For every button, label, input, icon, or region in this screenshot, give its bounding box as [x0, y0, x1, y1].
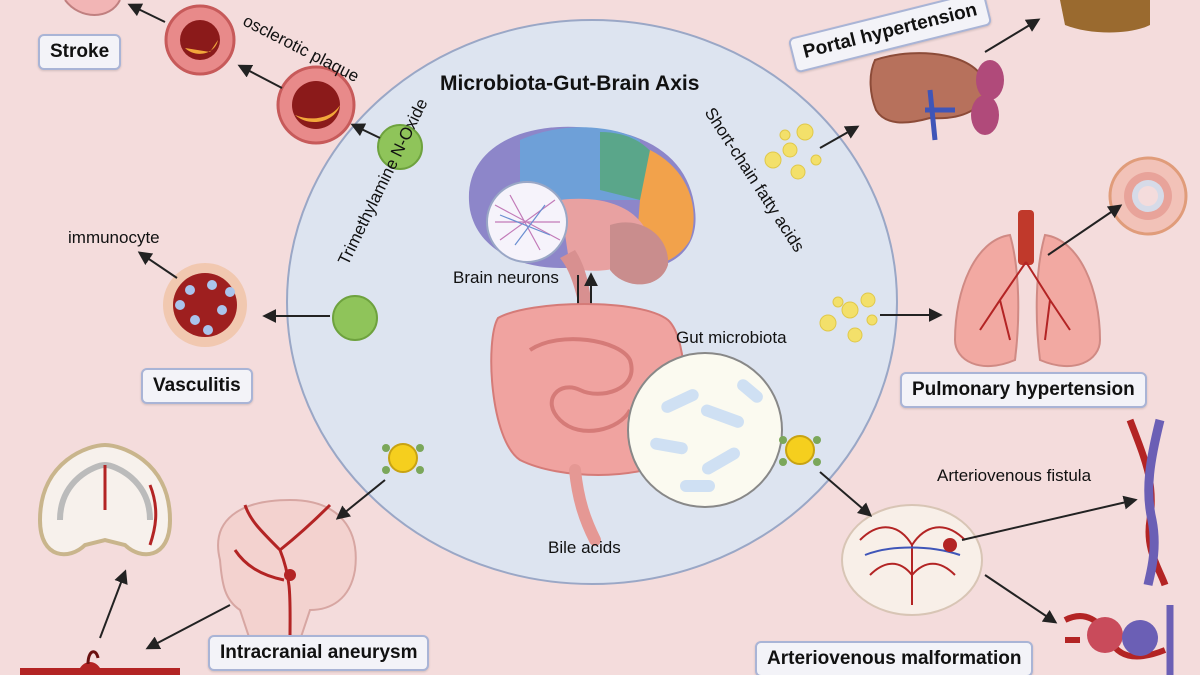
- brain-neurons-label: Brain neurons: [453, 268, 559, 287]
- diagram-title: Microbiota-Gut-Brain Axis: [440, 72, 700, 95]
- aneurysm-vessel: [20, 650, 180, 675]
- bile-acid-right: [779, 435, 821, 466]
- arrow-bile-to-avm: [819, 471, 873, 517]
- arrow-aneurysm-to-vessel: [145, 604, 231, 650]
- arrow-plaque-to-stroke: [127, 3, 166, 23]
- arrow-avm-to-fistula: [961, 495, 1138, 541]
- arrow-avm-to-nidus: [984, 574, 1058, 624]
- brain-stroke-icon: [64, 0, 121, 16]
- microbiota-inset: [627, 352, 783, 508]
- pulmonary-artery-ring: [1108, 156, 1188, 236]
- arrow-tmao-to-plaque: [350, 123, 381, 139]
- lungs: [953, 210, 1102, 368]
- neuron-inset: [486, 181, 568, 263]
- artery-plaque-large: [276, 65, 356, 145]
- vasculitis-vessel: [163, 263, 247, 347]
- vasculitis-label-box: Vasculitis: [141, 368, 253, 404]
- arrow-plaque-large-to-small: [237, 64, 283, 89]
- scfa-dots-middle: [819, 292, 878, 343]
- stroke-label-box: Stroke: [38, 34, 122, 70]
- bile-acid-left: [382, 443, 424, 474]
- scfa-dots-top: [764, 123, 822, 180]
- immunocyte-annotation: immunocyte: [68, 228, 160, 247]
- arrow-vessel-to-brain-section: [99, 569, 128, 639]
- skull-aneurysm: [217, 498, 357, 641]
- liver-kidney: [869, 0, 1150, 141]
- bile-acids-label: Bile acids: [548, 538, 621, 557]
- arrow-liver-to-portal-vein: [984, 18, 1041, 53]
- gut-microbiota-label: Gut microbiota: [676, 328, 787, 347]
- arrow-bile-to-aneurysm: [335, 479, 386, 520]
- av-fistula-vessel: [1126, 418, 1169, 587]
- fistula-annotation: Arteriovenous fistula: [937, 466, 1092, 485]
- arrow-vessel-to-immunocyte: [137, 251, 178, 279]
- tmao-cluster-middle: [332, 295, 378, 341]
- brain-coronal-section: [37, 442, 173, 557]
- tmao-cluster-top: [377, 124, 423, 170]
- pulmonary-hypertension-label-box: Pulmonary hypertension: [900, 372, 1147, 408]
- avm-label-box: Arteriovenous malformation: [755, 641, 1034, 675]
- intracranial-aneurysm-label-box: Intracranial aneurysm: [208, 635, 430, 671]
- arrow-lungs-to-artery-ring: [1047, 204, 1123, 256]
- arrow-scfa-to-liver: [819, 125, 860, 149]
- avm-nidus: [1063, 605, 1174, 675]
- artery-plaque-small: [164, 4, 236, 76]
- brain-avm: [841, 504, 983, 616]
